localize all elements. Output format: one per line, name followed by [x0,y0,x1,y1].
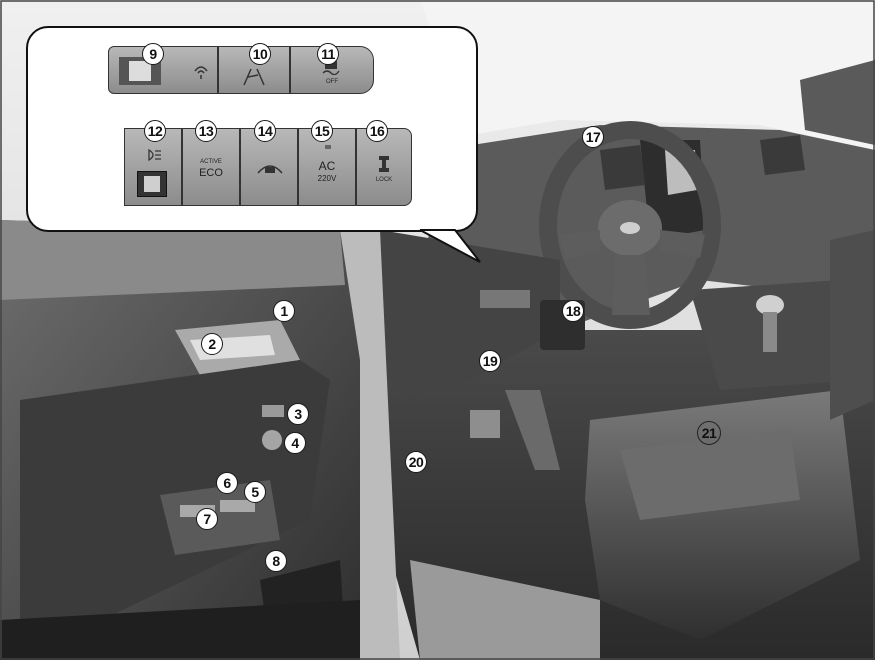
lane-departure-icon [241,65,267,87]
callout-7: 7 [196,508,218,530]
callout-17: 17 [582,126,604,148]
headlamp-dial [137,171,167,197]
ac-label: AC [299,159,355,173]
parking-assist-icon [191,61,211,81]
callout-9: 9 [142,43,164,65]
gear-shaft [763,312,777,352]
callout-11: 11 [317,43,339,65]
switch-panel [480,290,530,308]
esc-off-label: OFF [291,79,373,85]
4wd-lock-label: LOCK [357,177,411,183]
callout-2: 2 [201,333,223,355]
callout-12: 12 [144,120,166,142]
seat-back [830,230,875,420]
mirror-control [262,430,282,450]
wheel-spoke-bottom [612,255,650,315]
callout-16: 16 [366,120,388,142]
4wd-lock-switch: LOCK [356,128,412,206]
headlamp-level-icon [143,147,163,163]
callout-15: 15 [311,120,333,142]
callout-14: 14 [254,120,276,142]
active-eco-small-label: ACTIVE [183,159,239,165]
lock-switch [262,405,284,417]
surround-view-icon [255,157,285,177]
callout-5: 5 [244,481,266,503]
callout-10: 10 [249,43,271,65]
callout-20: 20 [405,451,427,473]
callout-1: 1 [273,300,295,322]
brake-pedal [470,410,500,438]
callout-21: 21 [697,421,721,445]
callout-8: 8 [265,550,287,572]
4wd-lock-icon [377,155,391,173]
callout-19: 19 [479,350,501,372]
callout-13: 13 [195,120,217,142]
indicator-led [325,145,331,149]
air-vent-right [760,135,805,175]
ac-volt-label: 220V [299,174,355,183]
air-vent-center [600,145,645,190]
callout-18: 18 [562,300,584,322]
callout-4: 4 [284,432,306,454]
callout-6: 6 [216,472,238,494]
logo-badge [620,222,640,234]
active-eco-label: ECO [183,167,239,179]
callout-3: 3 [287,403,309,425]
